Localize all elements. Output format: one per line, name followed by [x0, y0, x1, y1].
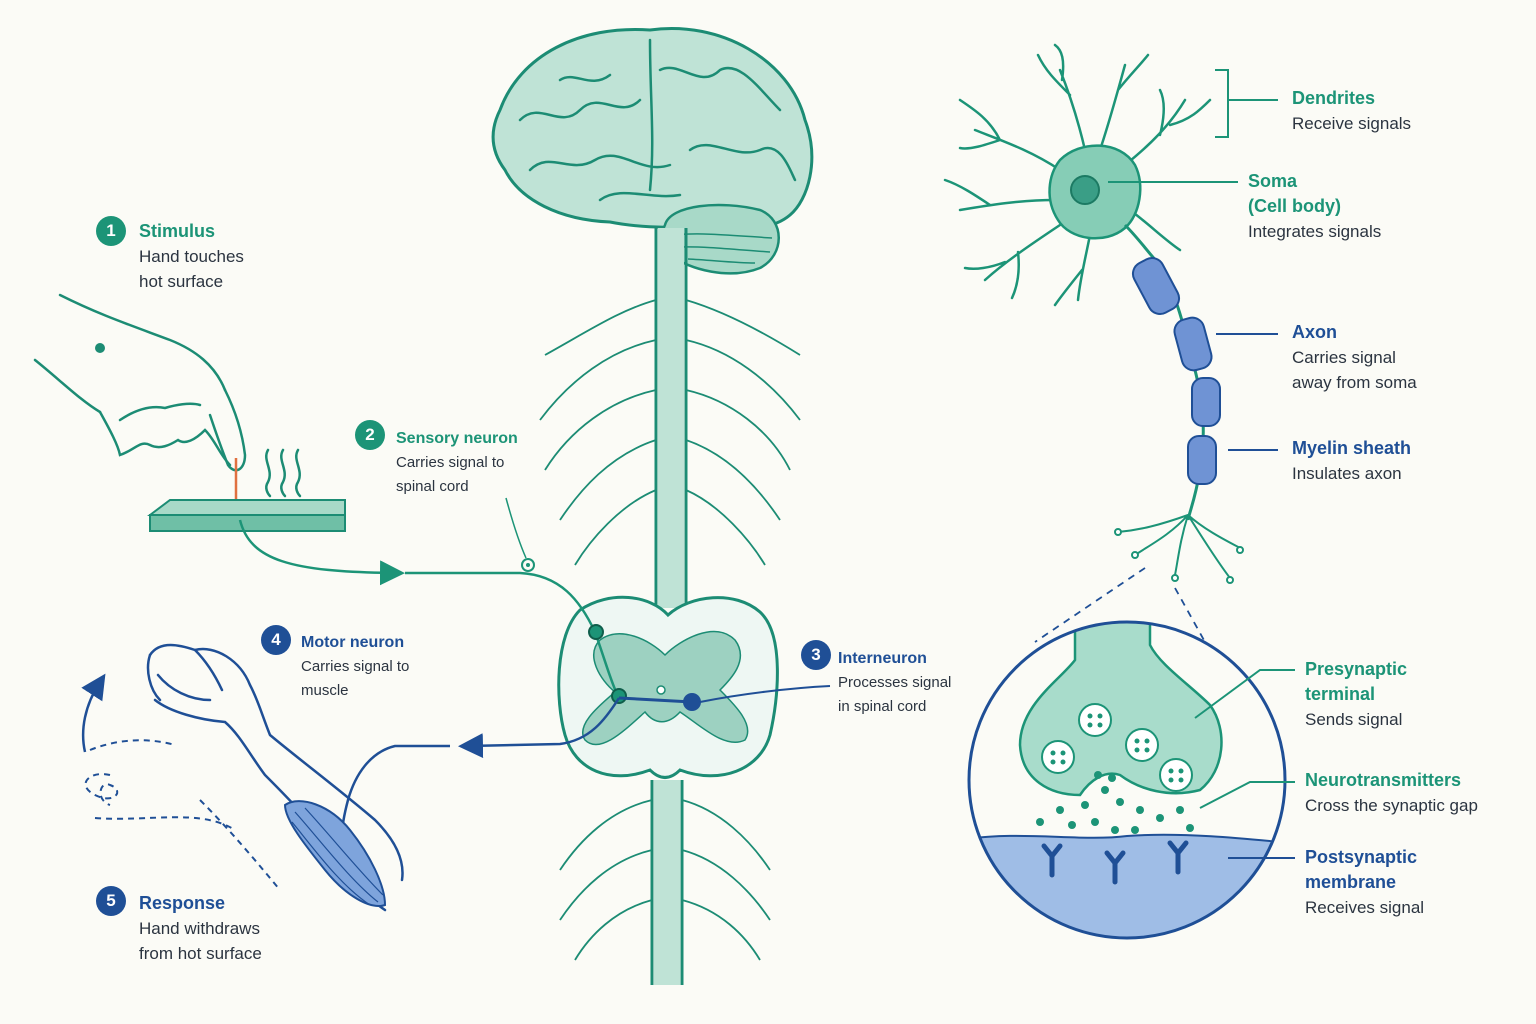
synaptic-vesicles [1041, 703, 1193, 792]
neurotransmitter-dots [1036, 771, 1194, 834]
step-3-desc-line2: in spinal cord [838, 698, 927, 715]
axon-desc-line1: Carries signal [1292, 348, 1396, 367]
axon-title: Axon [1292, 322, 1337, 342]
spinal-cross-section [557, 595, 779, 779]
step-3-title: Interneuron [838, 650, 927, 667]
dendrites-desc: Receive signals [1292, 114, 1412, 133]
interneuron-label-leader [699, 685, 831, 703]
neuron-soma [1048, 144, 1142, 240]
neurotransmitters-title: Neurotransmitters [1305, 770, 1462, 790]
step-1-badge: 1 [96, 216, 126, 246]
receptor-icons [1041, 840, 1189, 885]
soma-title-line2: (Cell body) [1248, 196, 1341, 216]
postsynaptic-title-line1: Postsynaptic [1305, 847, 1418, 867]
neurotransmitters-leader [1199, 781, 1295, 809]
step-4-desc-line1: Carries signal to [301, 658, 410, 675]
withdraw-arrow-icon [81, 673, 106, 753]
nucleus [1070, 175, 1100, 205]
presynaptic-desc: Sends signal [1305, 710, 1403, 729]
myelin-label: Myelin sheath Insulates axon [1292, 436, 1411, 486]
step-3-label: Interneuron Processes signal in spinal c… [838, 646, 951, 719]
heat-waves-icon [265, 448, 302, 498]
spinal-cord [650, 228, 688, 985]
myelin-title: Myelin sheath [1292, 438, 1412, 458]
postsynaptic-title-line2: membrane [1305, 872, 1397, 892]
soma-title-line1: Soma [1248, 171, 1298, 191]
myelin-segments [1131, 256, 1221, 485]
presynaptic-leader [1194, 669, 1295, 719]
spinal-nerves [539, 299, 801, 961]
synapse-zoom [967, 620, 1287, 940]
myelin-desc: Insulates axon [1292, 464, 1402, 483]
dendrites-label: Dendrites Receive signals [1292, 86, 1411, 136]
axon-label: Axon Carries signal away from soma [1292, 320, 1417, 395]
stimulus-hand-illustration [33, 293, 247, 472]
neurotransmitters-desc: Cross the synaptic gap [1305, 796, 1478, 815]
postsynaptic-label: Postsynaptic membrane Receives signal [1305, 845, 1424, 920]
step-4-badge: 4 [261, 625, 291, 655]
soma-desc: Integrates signals [1248, 222, 1382, 241]
step-5-desc-line1: Hand withdraws [139, 919, 260, 938]
axon-desc-line2: away from soma [1292, 373, 1417, 392]
step-3-desc-line1: Processes signal [838, 674, 952, 691]
postsynaptic-desc: Receives signal [1305, 898, 1425, 917]
step-1-desc-line1: Hand touches [139, 247, 244, 266]
step-1-title: Stimulus [139, 221, 216, 241]
step-4-desc-line2: muscle [301, 682, 349, 699]
presynaptic-title-line2: terminal [1305, 684, 1376, 704]
sensory-ganglion [521, 558, 535, 572]
presynaptic-title-line1: Presynaptic [1305, 659, 1408, 679]
step-2-title: Sensory neuron [396, 430, 518, 447]
receptor-dot [95, 343, 105, 353]
step-5-title: Response [139, 893, 226, 913]
synapse-node [611, 688, 627, 704]
step-1-desc-line2: hot surface [139, 272, 224, 291]
step-5-label: Response Hand withdraws from hot surface [139, 891, 262, 966]
brain [491, 27, 814, 229]
step-4-label: Motor neuron Carries signal to muscle [301, 630, 409, 703]
terminal-buttons [1114, 528, 1244, 584]
interneuron-path [618, 696, 693, 704]
hot-surface [147, 499, 346, 532]
muscle-icon [283, 800, 387, 907]
sensory-label-leader [505, 497, 527, 559]
dendrites-title: Dendrites [1292, 88, 1376, 108]
neuron-axon [1123, 223, 1221, 521]
step-3-badge: 3 [801, 640, 831, 670]
sensory-neuron-cell [588, 624, 604, 640]
step-2-label: Sensory neuron Carries signal to spinal … [396, 426, 518, 499]
dendrites-leader [1215, 69, 1278, 138]
step-2-desc-line1: Carries signal to [396, 454, 505, 471]
neuron-dendrites [943, 43, 1212, 307]
withdrawal-motion-trace [84, 739, 281, 891]
step-2-desc-line2: spinal cord [396, 478, 469, 495]
step-5-desc-line2: from hot surface [139, 944, 262, 963]
interneuron-cell [683, 693, 701, 711]
step-1-label: Stimulus Hand touches hot surface [139, 219, 244, 294]
cerebellum [660, 203, 780, 275]
neurotransmitters-label: Neurotransmitters Cross the synaptic gap [1305, 768, 1478, 818]
step-4-title: Motor neuron [301, 634, 405, 651]
presynaptic-label: Presynaptic terminal Sends signal [1305, 657, 1407, 732]
axon-terminals [1117, 514, 1241, 579]
soma-label: Soma (Cell body) Integrates signals [1248, 169, 1381, 244]
step-5-badge: 5 [96, 886, 126, 916]
step-2-badge: 2 [355, 420, 385, 450]
